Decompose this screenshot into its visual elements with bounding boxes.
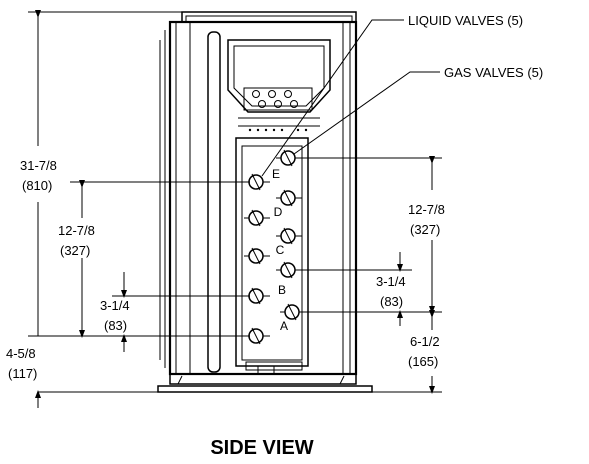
liquid-valve-d	[244, 209, 270, 227]
right-valve-spacing-dimension	[296, 252, 412, 326]
overall-height-dimension	[28, 10, 182, 336]
left-valve-span-dimension	[70, 180, 250, 338]
valve-letter-d: D	[274, 205, 283, 219]
left-valve-span-label: 12-7/8	[58, 223, 95, 238]
gas-valve-d	[276, 189, 302, 207]
valve-letter-b: B	[278, 283, 286, 297]
liquid-valves-callout: LIQUID VALVES (5)	[408, 13, 523, 28]
right-bottom-offset-metric: (165)	[408, 354, 438, 369]
right-valve-spacing-label: 3-1/4	[376, 274, 406, 289]
gas-valves-callout: GAS VALVES (5)	[444, 65, 543, 80]
overall-height-label: 31-7/8	[20, 158, 57, 173]
drawing-caption: SIDE VIEW	[210, 437, 313, 459]
liquid-valve-c	[244, 247, 270, 265]
valve-letter-e: E	[272, 167, 280, 181]
gas-valves-leader	[293, 71, 440, 155]
left-bottom-offset-metric: (117)	[8, 366, 37, 381]
left-valve-spacing-label: 3-1/4	[100, 298, 130, 313]
right-bottom-offset-label: 6-1/2	[410, 334, 440, 349]
liquid-valves	[244, 173, 270, 345]
left-bottom-offset-dimension	[28, 335, 250, 408]
gas-valve-c	[276, 227, 302, 245]
right-valve-spacing-metric: (83)	[380, 294, 403, 309]
right-valve-span-dimension	[296, 156, 442, 314]
left-bottom-offset-label: 4-5/8	[6, 346, 36, 361]
unit-outline	[157, 11, 373, 393]
right-bottom-offset-dimension	[300, 310, 442, 394]
liquid-valves-leader	[261, 19, 404, 177]
electrical-box	[227, 39, 331, 132]
right-valve-span-metric: (327)	[410, 222, 440, 237]
valve-panel	[235, 137, 309, 375]
valve-letter-c: C	[276, 243, 285, 257]
left-valve-spacing-metric: (83)	[104, 318, 127, 333]
left-valve-spacing-dimension	[112, 272, 250, 352]
left-valve-span-metric: (327)	[60, 243, 90, 258]
right-valve-span-label: 12-7/8	[408, 202, 445, 217]
overall-height-metric: (810)	[22, 178, 52, 193]
valve-letter-a: A	[280, 319, 288, 333]
